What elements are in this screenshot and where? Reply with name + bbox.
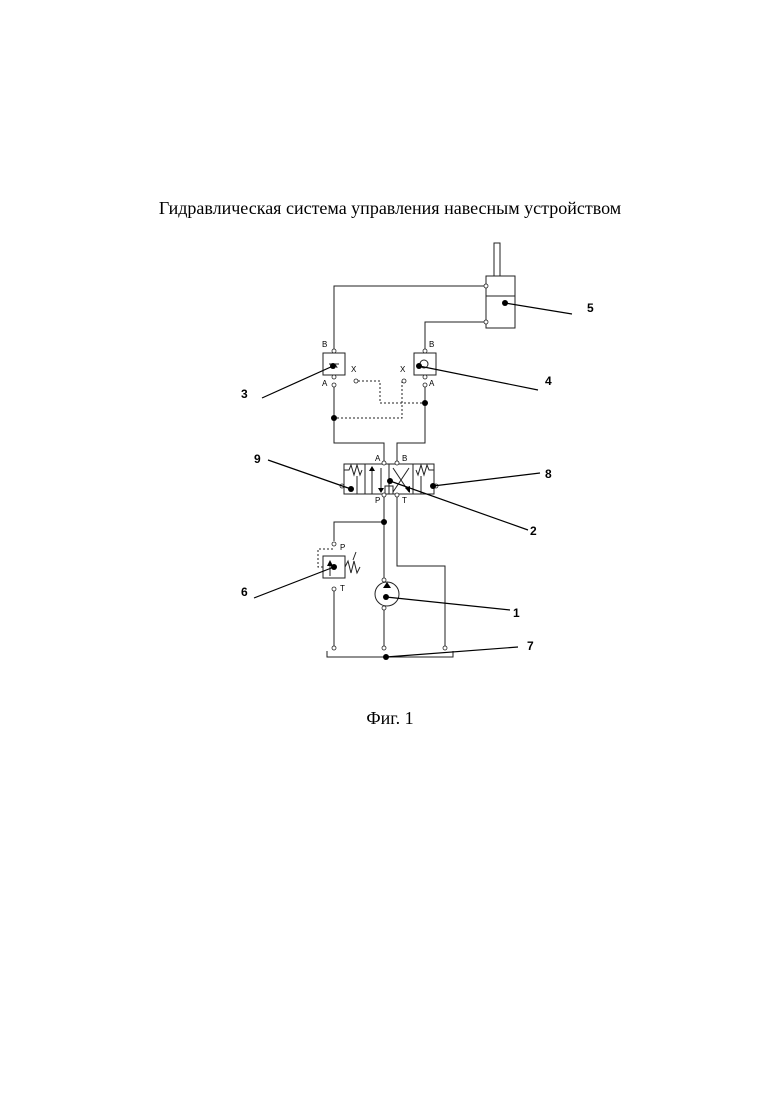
callout-9: 9	[254, 452, 261, 466]
callout-8: 8	[545, 467, 552, 481]
port-label: P	[375, 496, 380, 505]
port-label: X	[351, 365, 357, 374]
callout-1: 1	[513, 606, 520, 620]
port-label: B	[322, 340, 327, 349]
relief-valve-6: P T	[318, 542, 360, 593]
figure-caption: Фиг. 1	[0, 708, 780, 729]
supply-and-return-lines	[334, 497, 445, 650]
cylinder-lines	[334, 286, 484, 350]
callout-6: 6	[241, 585, 248, 599]
callout-7: 7	[527, 639, 534, 653]
port-label: A	[375, 454, 381, 463]
callout-2: 2	[530, 524, 537, 538]
working-lines	[331, 387, 428, 462]
callout-3: 3	[241, 387, 248, 401]
port-label: B	[429, 340, 434, 349]
port-label: A	[429, 379, 435, 388]
pump-1	[375, 578, 399, 610]
pilot-check-valve-3: B A X	[322, 340, 357, 388]
callout-4: 4	[545, 374, 552, 388]
callout-5: 5	[587, 301, 594, 315]
port-label: T	[340, 584, 345, 593]
port-label: P	[340, 543, 345, 552]
directional-valve-2: A B P T	[340, 454, 438, 505]
port-label: X	[400, 365, 406, 374]
port-label: B	[402, 454, 407, 463]
pilot-lines	[334, 379, 425, 418]
hydraulic-cylinder-5	[484, 243, 515, 328]
port-label: A	[322, 379, 328, 388]
port-label: T	[402, 496, 407, 505]
